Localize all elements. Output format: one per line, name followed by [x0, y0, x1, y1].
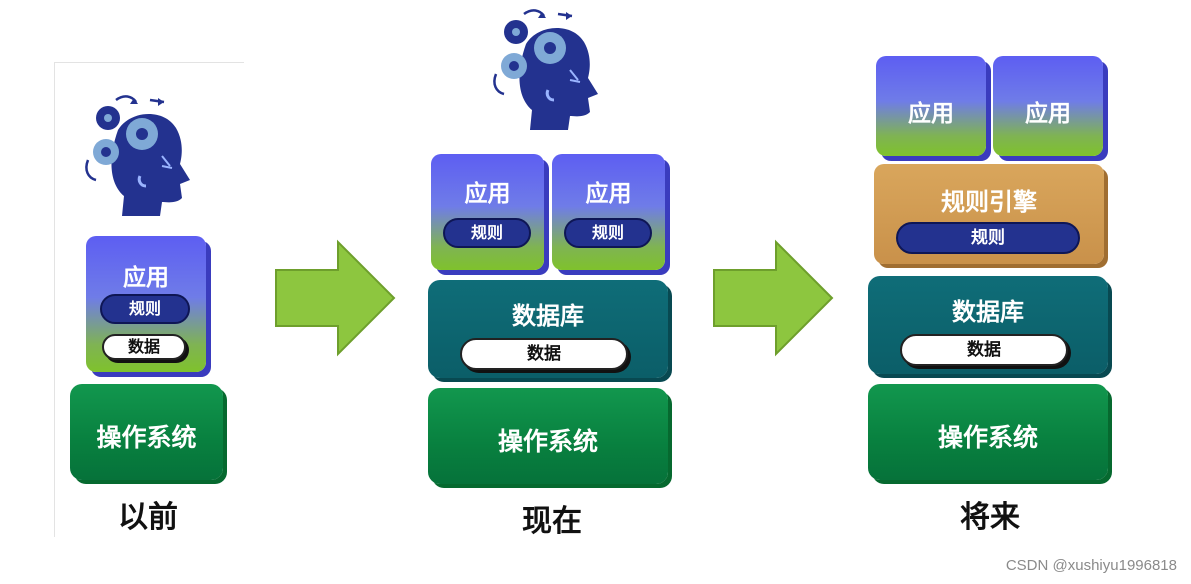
rule-pill: 规则 [100, 294, 190, 324]
os-label: 操作系统 [937, 423, 1038, 452]
database-label: 数据库 [952, 298, 1024, 326]
app-block-2: 应用 规则 [552, 154, 665, 270]
data-pill: 数据 [460, 338, 628, 370]
app-label: 应用 [123, 265, 169, 291]
caption-before: 以前 [118, 500, 178, 535]
app-label-2: 应用 [1025, 101, 1071, 127]
data-pill: 数据 [900, 334, 1068, 366]
os-block: 操作系统 [428, 388, 668, 484]
app-label-1: 应用 [908, 101, 954, 127]
right-arrow-icon [713, 239, 834, 357]
rule-pill-2: 规则 [564, 218, 652, 248]
database-block: 数据库 数据 [428, 280, 668, 378]
rule-pill-1: 规则 [443, 218, 531, 248]
app-block-1: 应用 规则 [431, 154, 544, 270]
rule-engine-label: 规则引擎 [941, 188, 1037, 216]
os-block: 操作系统 [70, 384, 223, 480]
app-block-1: 应用 [876, 56, 986, 156]
rule-engine-block: 规则引擎 规则 [874, 164, 1104, 264]
watermark: CSDN @xushiyu1996818 [1005, 557, 1177, 574]
caption-future: 将来 [960, 500, 1020, 535]
os-label: 操作系统 [96, 423, 197, 452]
thinking-head-icon [85, 95, 190, 216]
database-block: 数据库 数据 [868, 276, 1108, 374]
app-label-2: 应用 [585, 181, 632, 207]
database-label: 数据库 [512, 302, 584, 330]
os-label: 操作系统 [497, 427, 598, 456]
app-label-1: 应用 [464, 181, 511, 207]
panel-top-line [54, 62, 244, 63]
thinking-head-icon [493, 9, 598, 130]
data-pill: 数据 [102, 334, 186, 360]
caption-now: 现在 [522, 504, 582, 539]
panel-divider [54, 62, 55, 537]
app-block: 应用 规则 数据 [86, 236, 206, 372]
os-block: 操作系统 [868, 384, 1108, 480]
right-arrow-icon [275, 239, 396, 357]
app-block-2: 应用 [993, 56, 1103, 156]
rule-pill: 规则 [896, 222, 1080, 254]
